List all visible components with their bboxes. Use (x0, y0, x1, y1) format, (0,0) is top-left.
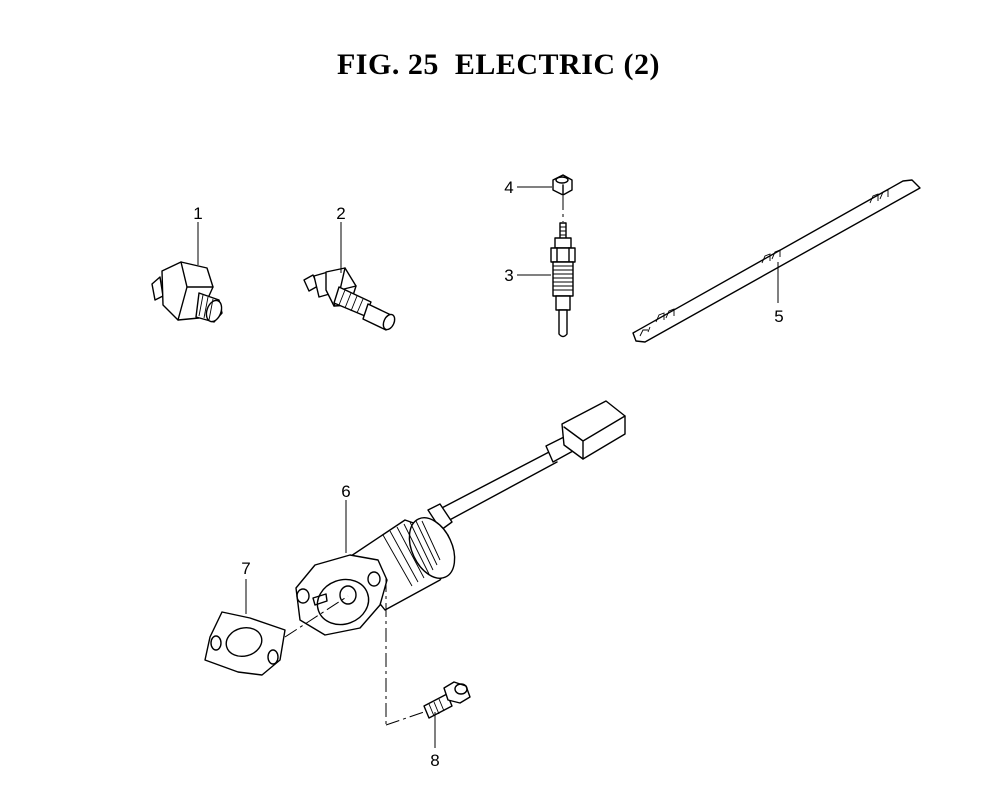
callout-4: 4 (504, 178, 513, 197)
callout-7: 7 (241, 559, 250, 578)
part-7-gasket (204, 611, 286, 676)
callout-6: 6 (341, 482, 350, 501)
assembly-line-bolt-h (385, 711, 425, 726)
callout-2: 2 (336, 204, 345, 223)
callout-1: 1 (193, 204, 202, 223)
part-5-glow-plug-lead-plate (632, 179, 921, 343)
part-3-glow-plug (550, 222, 576, 338)
part-8-bolt (423, 681, 471, 719)
figure-title: FIG. 25 ELECTRIC (2) (336, 48, 661, 81)
callout-5: 5 (774, 307, 783, 326)
callout-3: 3 (504, 266, 513, 285)
part-4-nut (552, 174, 573, 196)
callout-8: 8 (430, 751, 439, 770)
assembly-line-gasket (284, 595, 349, 638)
part-1-oil-pressure-switch (151, 261, 223, 323)
part-2-temperature-sender (303, 267, 396, 331)
part-6-sensor-with-harness (295, 400, 626, 636)
